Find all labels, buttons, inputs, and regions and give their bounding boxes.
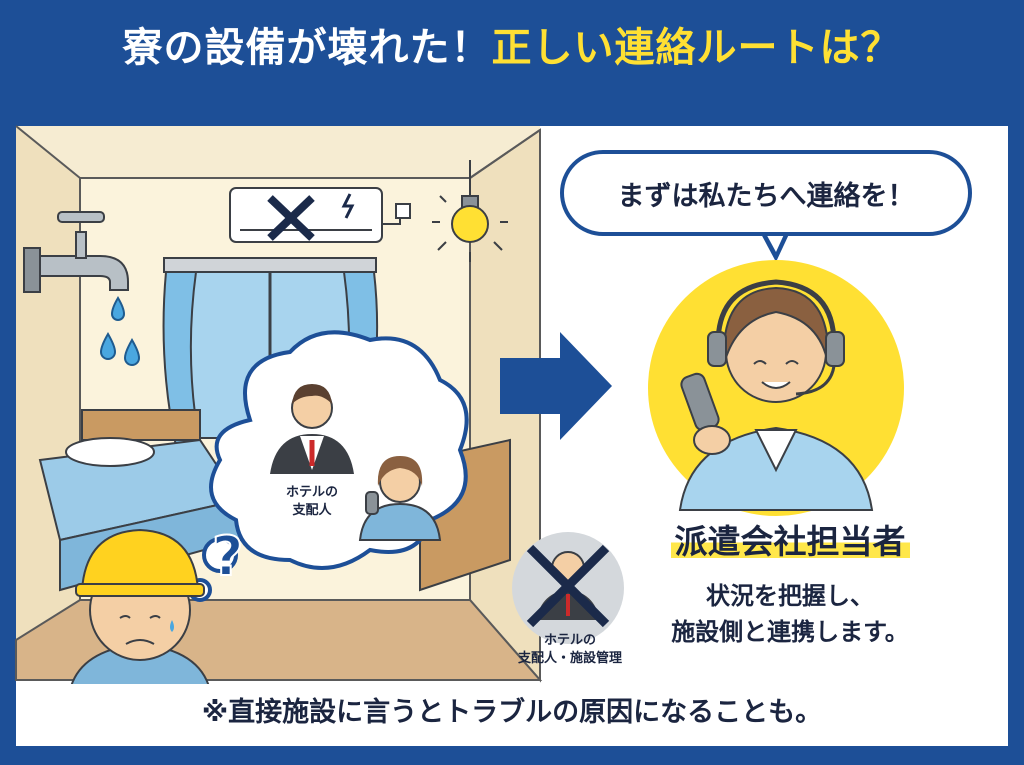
receptionist-icon	[358, 456, 442, 541]
title-part-1: 寮の設備が壊れた！	[122, 25, 492, 71]
arrow-right-icon	[500, 332, 612, 440]
crossed-contact-label: ホテルの 支配人・施設管理	[495, 632, 645, 668]
crossed-contact-label-line-1: ホテルの	[543, 633, 596, 648]
agent-role: 派遣会社担当者	[640, 515, 940, 563]
page-title: 寮の設備が壊れた！正しい連絡ルートは？	[0, 18, 1024, 78]
cross-icon	[526, 544, 610, 628]
air-conditioner-icon	[229, 187, 411, 243]
water-drop-icon	[99, 296, 141, 366]
manager-icon	[270, 384, 354, 474]
agent-desc-line-1: 状況を把握し、	[706, 582, 874, 610]
title-part-2: 正しい連絡ルートは？	[491, 25, 902, 71]
crossed-contact-icon	[512, 532, 624, 644]
agent-role-text: 派遣会社担当者	[670, 522, 910, 561]
speech-bubble: まずは私たちへ連絡を！	[560, 150, 972, 236]
cloud-label-line-2: 支配人	[292, 503, 332, 518]
headset-agent-icon	[648, 260, 904, 516]
footer-note: ※直接施設に言うとトラブルの原因になることも。	[201, 697, 823, 728]
worker-icon	[68, 528, 212, 691]
agent-description: 状況を把握し、 施設側と連携します。	[625, 578, 955, 650]
agent-desc-line-2: 施設側と連携します。	[671, 618, 909, 646]
faucet-icon	[23, 211, 129, 293]
cloud-label: ホテルの 支配人	[262, 484, 362, 520]
light-bulb-icon	[432, 160, 508, 262]
cloud-label-line-1: ホテルの	[285, 485, 338, 500]
question-mark: ?	[212, 525, 243, 588]
crossed-contact-label-line-2: 支配人・施設管理	[517, 651, 622, 666]
